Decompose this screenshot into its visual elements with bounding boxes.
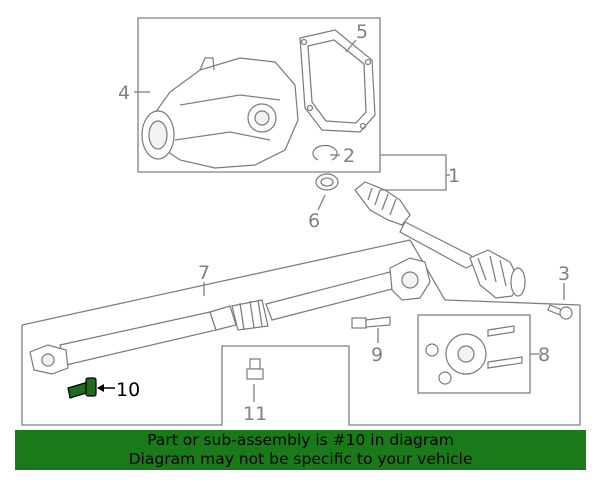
- part-4-differential[interactable]: [141, 57, 299, 169]
- parts-diagram: 1 2 3 4 5 6 7 8 9 10 11: [21, 17, 581, 426]
- part-7-driveshaft[interactable]: [29, 257, 431, 375]
- part-10-bolt-highlighted[interactable]: [67, 377, 97, 399]
- callout-11: 11: [243, 403, 267, 425]
- callout-6: 6: [308, 210, 320, 232]
- callout-5: 5: [356, 21, 368, 43]
- differential-group-box: [137, 17, 381, 173]
- part-11-stud[interactable]: [246, 358, 264, 380]
- callout-8: 8: [538, 344, 550, 366]
- callout-2: 2: [343, 145, 355, 167]
- part-6-seal[interactable]: [315, 173, 339, 191]
- callout-1: 1: [448, 165, 460, 187]
- part-1-axle-shaft[interactable]: [354, 181, 526, 299]
- callouts: 1 2 3 4 5 6 7 8 9 10 11: [116, 21, 570, 425]
- banner-line-1: Part or sub-assembly is #10 in diagram: [147, 431, 454, 449]
- callout-3: 3: [558, 263, 570, 285]
- callout-10: 10: [116, 379, 140, 401]
- callout-7: 7: [198, 262, 210, 284]
- leader-lines: [97, 39, 565, 402]
- info-banner: Part or sub-assembly is #10 in diagram D…: [15, 430, 586, 470]
- part-9-bolt[interactable]: [351, 316, 391, 329]
- part-2-snap-ring[interactable]: [312, 144, 338, 161]
- callout-9: 9: [371, 344, 383, 366]
- part-8-flex-disc-kit[interactable]: [417, 314, 531, 394]
- callout-4: 4: [118, 82, 130, 104]
- part-5-cover[interactable]: [299, 29, 376, 133]
- banner-line-2: Diagram may not be specific to your vehi…: [128, 450, 473, 468]
- part-3-bolt[interactable]: [547, 304, 573, 320]
